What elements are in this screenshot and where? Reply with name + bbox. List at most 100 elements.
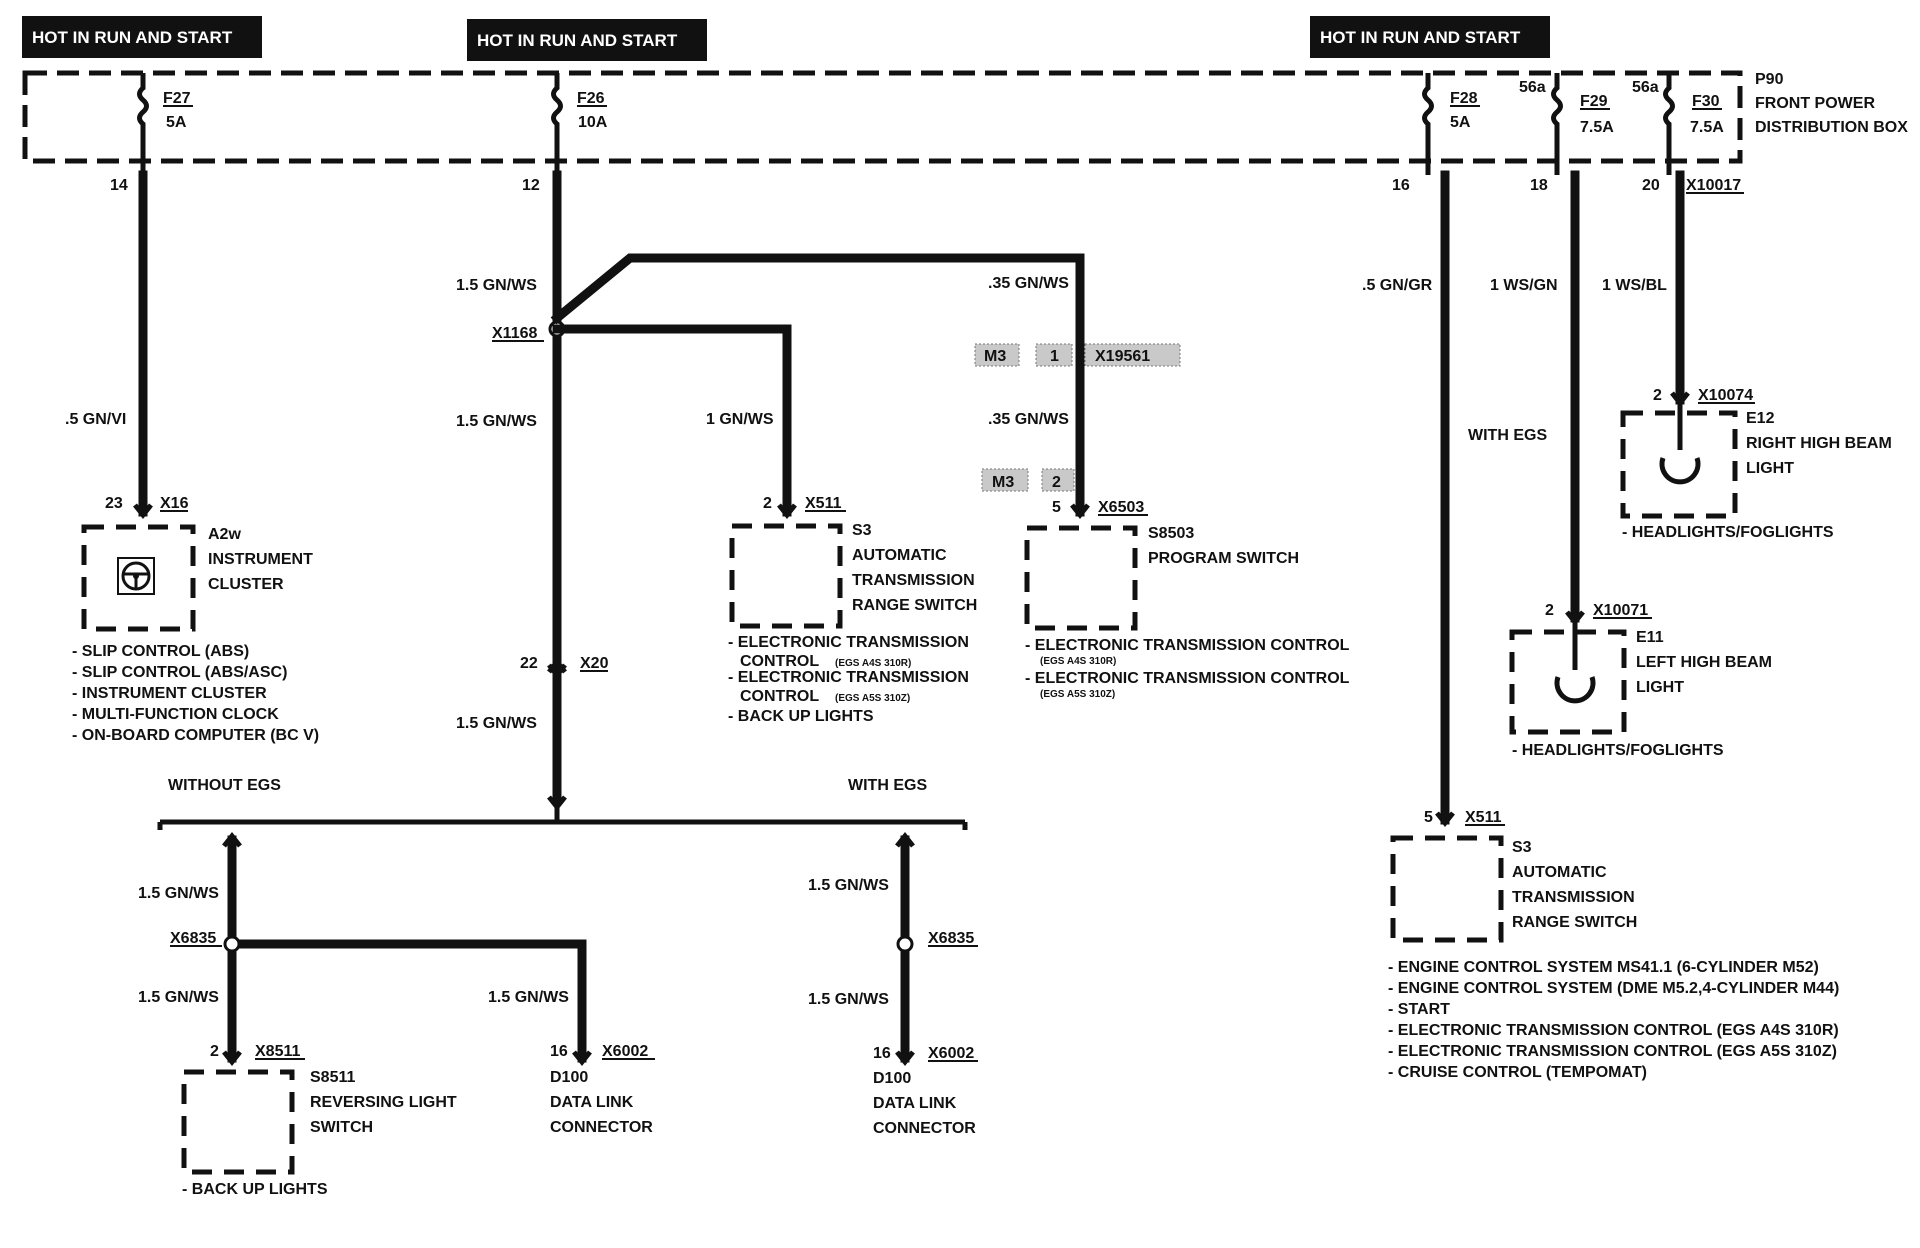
option-note: WITH EGS [848, 777, 927, 794]
pin-label: 2 [763, 495, 772, 512]
svg-text:M3: M3 [992, 474, 1014, 491]
ref-item-sub: (EGS A5S 310Z) [1040, 689, 1115, 700]
svg-text:M3: M3 [984, 348, 1006, 365]
wire-label: 1 WS/BL [1602, 277, 1667, 294]
svg-text:56a: 56a [1632, 79, 1659, 96]
power-box-id: P90 [1755, 71, 1784, 88]
pin-label: 16 [550, 1043, 568, 1060]
component-id: S3 [1512, 839, 1532, 856]
ref-item: - CRUISE CONTROL (TEMPOMAT) [1388, 1064, 1647, 1081]
svg-text:HOT IN RUN AND START: HOT IN RUN AND START [477, 31, 678, 50]
ref-item-sub: (EGS A5S 310Z) [835, 693, 910, 704]
fuse-f27: F27 5A 14 [110, 73, 193, 194]
component-name: PROGRAM SWITCH [1148, 550, 1299, 567]
component-id: S3 [852, 522, 872, 539]
component-id: D100 [550, 1069, 588, 1086]
header-label-2: HOT IN RUN AND START [467, 19, 707, 61]
ref-item: - ON-BOARD COMPUTER (BC V) [72, 727, 319, 744]
component-name: LEFT HIGH BEAM [1636, 654, 1772, 671]
ref-item: - SLIP CONTROL (ABS) [72, 643, 249, 660]
splice-label: X6835 [170, 930, 216, 947]
connector-id: X10071 [1593, 602, 1648, 619]
pin-label: 2 [210, 1043, 219, 1060]
ref-item: - ELECTRONIC TRANSMISSION [728, 669, 969, 686]
wire-label: 1 GN/WS [706, 411, 774, 428]
connector-id: X10074 [1698, 387, 1753, 404]
wire-f30-e12 [1670, 170, 1690, 450]
svg-text:20: 20 [1642, 177, 1660, 194]
steering-wheel-icon [117, 557, 155, 595]
wire-f28-s3 [1435, 170, 1455, 828]
component-name: RIGHT HIGH BEAM [1746, 435, 1892, 452]
wire-label: 1.5 GN/WS [138, 989, 219, 1006]
wire-label: .5 GN/GR [1362, 277, 1433, 294]
pin-label: 5 [1424, 809, 1433, 826]
svg-text:12: 12 [522, 177, 540, 194]
option-note: WITH EGS [1468, 427, 1547, 444]
component-name: DATA LINK [550, 1094, 634, 1111]
svg-text:F28: F28 [1450, 90, 1478, 107]
wire-without-egs [222, 831, 592, 1067]
component-name: RANGE SWITCH [852, 597, 977, 614]
ref-item: - START [1388, 1001, 1450, 1018]
ref-item: - INSTRUMENT CLUSTER [72, 685, 267, 702]
svg-text:5A: 5A [166, 114, 187, 131]
svg-text:56a: 56a [1519, 79, 1546, 96]
svg-text:10A: 10A [578, 114, 608, 131]
ref-item: - MULTI-FUNCTION CLOCK [72, 706, 279, 723]
connector-tag-x19561: M3 1 X19561 [974, 343, 1181, 367]
component-name: SWITCH [310, 1119, 373, 1136]
ref-item: - BACK UP LIGHTS [182, 1181, 328, 1198]
connector-id: X511 [805, 495, 842, 512]
wire-label: 1.5 GN/WS [808, 991, 889, 1008]
ref-item: - HEADLIGHTS/FOGLIGHTS [1512, 742, 1724, 759]
wire-label: 1 WS/GN [1490, 277, 1558, 294]
ref-item: - ELECTRONIC TRANSMISSION CONTROL (EGS A… [1388, 1043, 1837, 1060]
ref-item: CONTROL [740, 688, 819, 705]
svg-text:5A: 5A [1450, 114, 1471, 131]
component-id: S8511 [310, 1069, 355, 1086]
wire-label: 1.5 GN/WS [808, 877, 889, 894]
component-name: RANGE SWITCH [1512, 914, 1637, 931]
component-name: AUTOMATIC [852, 547, 947, 564]
ref-item: - HEADLIGHTS/FOGLIGHTS [1622, 524, 1834, 541]
splice-label: X1168 [492, 325, 537, 342]
component-name: LIGHT [1746, 460, 1794, 477]
svg-text:X10017: X10017 [1686, 177, 1741, 194]
fuse-f26: F26 10A 12 [522, 73, 608, 194]
ref-item: - ELECTRONIC TRANSMISSION CONTROL (EGS A… [1388, 1022, 1839, 1039]
pin-label: 23 [105, 495, 123, 512]
ref-item: - ELECTRONIC TRANSMISSION CONTROL [1025, 637, 1350, 654]
component-box-e11 [1509, 629, 1627, 735]
ref-item: CONTROL [740, 653, 819, 670]
splice-label: X6835 [928, 930, 974, 947]
connector-id: X8511 [255, 1043, 300, 1060]
connector-tag-x6503: M3 2 [981, 468, 1075, 492]
fuse-f30: 56a F30 7.5A 20 X10017 [1632, 73, 1744, 194]
svg-text:2: 2 [1052, 474, 1061, 491]
wire-label: .5 GN/VI [65, 411, 126, 428]
component-name: CONNECTOR [550, 1119, 653, 1136]
component-box-s3-egs [1390, 835, 1504, 943]
component-box-s8511 [181, 1069, 295, 1175]
lamp-icon [1554, 676, 1596, 704]
wire-f29-e11 [1565, 170, 1585, 670]
component-id: D100 [873, 1070, 911, 1087]
component-name: TRANSMISSION [852, 572, 975, 589]
svg-text:7.5A: 7.5A [1690, 119, 1724, 136]
pin-label: 2 [1653, 387, 1662, 404]
pin-label: 2 [1545, 602, 1554, 619]
wire-branch-s3 [552, 324, 797, 520]
header-label-1: HOT IN RUN AND START [22, 16, 262, 58]
wire-label: 1.5 GN/WS [456, 277, 537, 294]
svg-text:F26: F26 [577, 90, 605, 107]
ref-item: - ENGINE CONTROL SYSTEM MS41.1 (6-CYLIND… [1388, 959, 1819, 976]
bus-bar [157, 805, 968, 830]
wire-f26-trunk [547, 170, 567, 812]
svg-text:1: 1 [1050, 348, 1059, 365]
lamp-icon [1659, 457, 1701, 485]
component-id: E11 [1636, 629, 1664, 646]
ref-item: - ELECTRONIC TRANSMISSION CONTROL [1025, 670, 1350, 687]
component-box-s3 [729, 523, 843, 629]
header-label-3: HOT IN RUN AND START [1310, 16, 1550, 58]
